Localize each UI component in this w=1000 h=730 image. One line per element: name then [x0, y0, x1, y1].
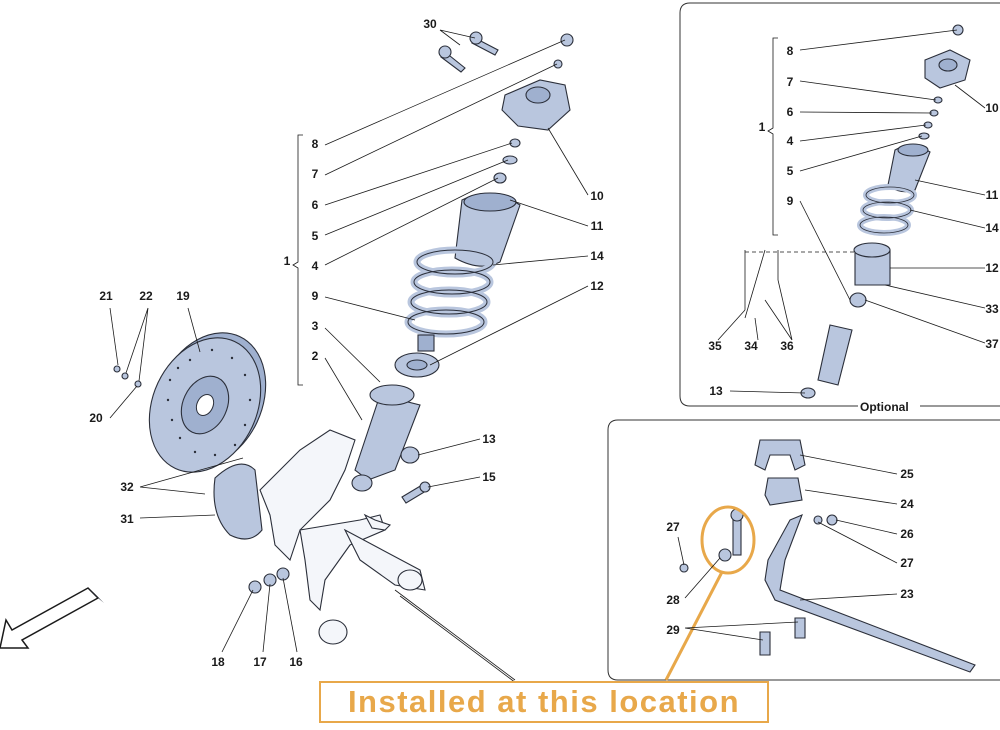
main-part-number-11: 11 [591, 219, 604, 233]
stabilizer-part-number-28: 28 [666, 593, 680, 607]
main-part-number-21: 21 [99, 289, 113, 303]
main-part-number-4: 4 [312, 259, 319, 273]
optional-part-number-4: 4 [787, 134, 794, 148]
optional-part-number-35: 35 [708, 339, 722, 353]
stabilizer-part-number-24: 24 [900, 497, 914, 511]
optional-part-number-34: 34 [744, 339, 758, 353]
brake-shield-31 [213, 463, 263, 540]
main-part-number-5: 5 [312, 229, 319, 243]
main-part-number-2: 2 [312, 349, 319, 363]
main-part-number-3: 3 [312, 319, 319, 333]
optional-part-number-6: 6 [787, 105, 794, 119]
optional-label: Optional [860, 400, 909, 414]
optional-part-number-37: 37 [985, 337, 999, 351]
main-part-number-19: 19 [176, 289, 190, 303]
top-mount-10 [501, 79, 571, 131]
main-part-number-30: 30 [423, 17, 437, 31]
main-part-number-1: 1 [284, 254, 291, 268]
main-part-number-12: 12 [590, 279, 604, 293]
main-part-number-13: 13 [482, 432, 496, 446]
main-part-number-7: 7 [312, 167, 319, 181]
optional-part-number-7: 7 [787, 75, 794, 89]
optional-part-number-14: 14 [985, 221, 999, 235]
stabilizer-part-number-27: 27 [666, 520, 680, 534]
stabilizer-bar-23 [764, 514, 976, 673]
main-part-number-14: 14 [590, 249, 604, 263]
main-part-number-16: 16 [289, 655, 303, 669]
optional-part-number-11: 11 [986, 188, 999, 202]
optional-part-number-33: 33 [985, 302, 999, 316]
optional-panel-frame [679, 2, 1000, 407]
main-part-number-10: 10 [590, 189, 604, 203]
optional-part-number-9: 9 [787, 194, 794, 208]
main-part-number-22: 22 [139, 289, 153, 303]
group-brace-optional [767, 37, 778, 236]
main-part-number-15: 15 [482, 470, 496, 484]
optional-part-number-8: 8 [787, 44, 794, 58]
stabilizer-panel-frame [607, 419, 1000, 681]
group-brace-main [292, 134, 303, 386]
optional-part-number-13: 13 [709, 384, 723, 398]
brake-disc-19 [148, 332, 267, 473]
stabilizer-part-number-26: 26 [900, 527, 914, 541]
leader-lines [109, 29, 986, 653]
nut-8 [560, 33, 574, 47]
main-part-number-32: 32 [120, 480, 134, 494]
bushing-13 [400, 446, 420, 464]
optional-part-number-1: 1 [759, 120, 766, 134]
stabilizer-part-number-27: 27 [900, 556, 914, 570]
main-shock-assembly [351, 31, 574, 504]
main-part-number-9: 9 [312, 289, 319, 303]
install-location-ring [700, 505, 756, 575]
main-part-number-18: 18 [211, 655, 225, 669]
install-location-pointer [664, 571, 724, 681]
optional-part-number-36: 36 [780, 339, 794, 353]
optional-part-number-10: 10 [985, 101, 999, 115]
direction-arrow [0, 587, 100, 649]
optional-part-number-5: 5 [787, 164, 794, 178]
install-location-text: Installed at this location [347, 684, 741, 719]
main-part-number-31: 31 [120, 512, 134, 526]
stabilizer-callout-numbers: 25 24 26 27 27 23 28 29 [666, 467, 914, 637]
wheel-knuckle [259, 429, 426, 645]
stabilizer-part-number-29: 29 [666, 623, 680, 637]
main-part-number-8: 8 [312, 137, 319, 151]
main-part-number-6: 6 [312, 198, 319, 212]
install-location-callout: Installed at this location [319, 681, 769, 723]
stabilizer-part-number-25: 25 [900, 467, 914, 481]
stabilizer-part-number-23: 23 [900, 587, 914, 601]
damper-body [354, 394, 421, 481]
main-part-number-20: 20 [89, 411, 103, 425]
optional-part-number-12: 12 [985, 261, 999, 275]
main-part-number-17: 17 [253, 655, 267, 669]
